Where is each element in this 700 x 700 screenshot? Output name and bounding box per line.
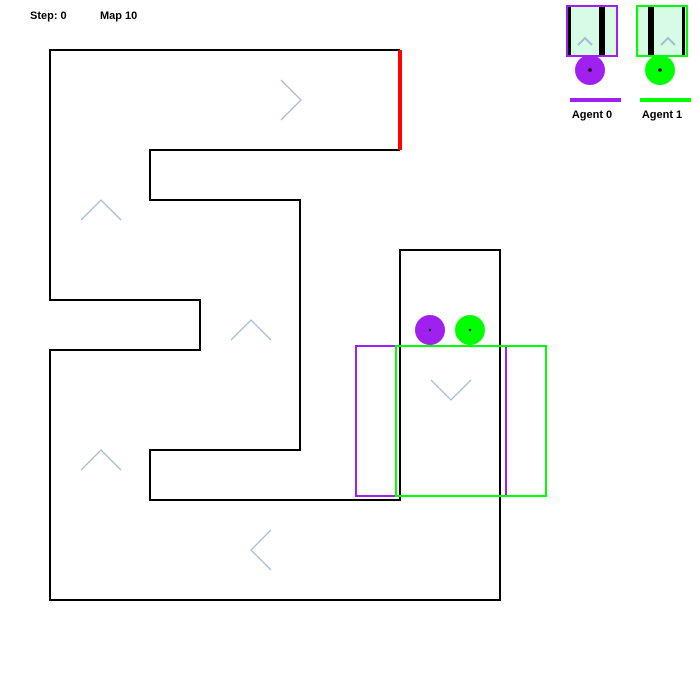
direction-arrows — [80, 79, 472, 571]
agent-1-panel — [636, 5, 691, 102]
agent-1-view-thumbnail — [636, 5, 688, 57]
step-counter: Step: 0 — [30, 10, 67, 22]
agent-1-center-dot — [468, 328, 472, 332]
agent-0-icon-dot — [588, 68, 592, 72]
arrow-right-icon — [280, 79, 302, 121]
maze-walls — [49, 49, 501, 601]
agent-1-view-wall-left — [648, 7, 654, 55]
agent-0-color-bar — [570, 98, 621, 102]
map-label: Map 10 — [100, 10, 138, 22]
agent-0-view-thumbnail — [566, 5, 618, 57]
arrow-up-icon — [230, 319, 272, 341]
agent-0-panel — [566, 5, 621, 102]
agent-1 — [455, 315, 485, 345]
agent-1-view-box — [395, 345, 547, 497]
agent-1-view-arrow-icon — [660, 36, 676, 46]
agent-0-view-wall-left — [568, 7, 571, 55]
agent-0-view-arrow-icon — [577, 36, 593, 46]
maze-outline — [49, 49, 501, 601]
arrow-left-icon — [250, 529, 272, 571]
arrow-up-icon — [80, 199, 122, 221]
agent-0-view-box — [355, 345, 507, 497]
agent-0-center-dot — [428, 328, 432, 332]
arrow-up-icon — [80, 449, 122, 471]
agent-1-icon-dot — [658, 68, 662, 72]
agent-1-color-bar — [640, 98, 691, 102]
arrow-down-icon — [430, 379, 472, 401]
agent-1-label: Agent 1 — [641, 109, 683, 121]
agent-1-view-wall-right — [682, 7, 685, 55]
agent-0-label: Agent 0 — [571, 109, 613, 121]
agent-0-view-wall-right — [599, 7, 605, 55]
agent-0 — [415, 315, 445, 345]
